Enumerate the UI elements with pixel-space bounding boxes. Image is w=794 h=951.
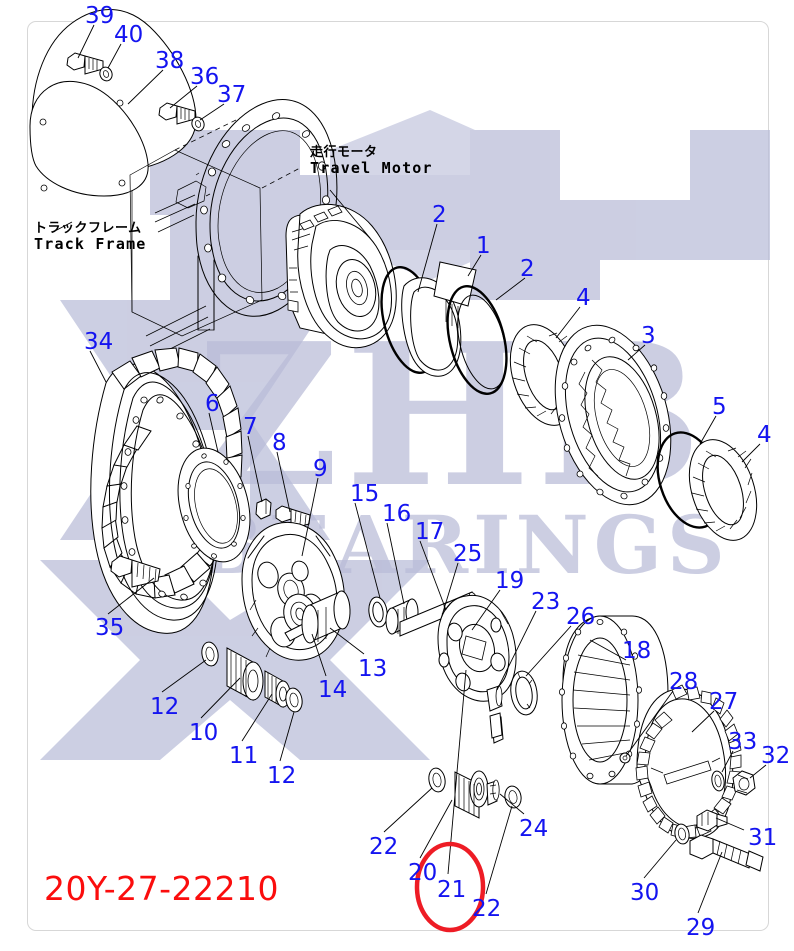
callout-40[interactable]: 40: [114, 22, 144, 48]
part-nut-32: [732, 770, 756, 796]
callout-5[interactable]: 5: [712, 394, 727, 420]
part-ring-gear-hub-3: [554, 324, 672, 506]
callout-24[interactable]: 24: [519, 816, 549, 842]
highlight-ellipse-21: [414, 841, 486, 933]
callout-37[interactable]: 37: [217, 82, 247, 108]
callout-29[interactable]: 29: [686, 915, 716, 941]
callout-7[interactable]: 7: [243, 414, 258, 440]
callout-18[interactable]: 18: [622, 638, 652, 664]
callout-38[interactable]: 38: [155, 48, 185, 74]
callout-16[interactable]: 16: [382, 501, 412, 527]
callout-35[interactable]: 35: [95, 615, 125, 641]
callout-23[interactable]: 23: [531, 589, 561, 615]
callout-21[interactable]: 21: [437, 877, 467, 903]
callout-17[interactable]: 17: [415, 519, 445, 545]
part-bearing-4b: [688, 439, 758, 541]
callout-25[interactable]: 25: [453, 541, 483, 567]
callout-11[interactable]: 11: [229, 743, 259, 769]
part-number-label: 20Y-27-22210: [44, 869, 280, 908]
callout-12[interactable]: 12: [267, 763, 297, 789]
caption-track-frame-en: Track Frame: [34, 235, 147, 254]
callout-10[interactable]: 10: [189, 720, 219, 746]
part-dowel-pin-28: [619, 752, 631, 764]
part-snap-ring-15: [368, 596, 388, 628]
callout-32[interactable]: 32: [761, 743, 791, 769]
callout-13[interactable]: 13: [358, 656, 388, 682]
caption-track-frame: トラックフレーム Track Frame: [34, 221, 147, 254]
part-needle-bearing-10: [226, 647, 264, 701]
part-thrust-washer-12b: [285, 687, 303, 713]
part-track-frame: [129, 99, 338, 357]
callout-14[interactable]: 14: [318, 677, 348, 703]
callout-39[interactable]: 39: [85, 3, 115, 29]
part-key-7: [255, 498, 272, 520]
callout-28[interactable]: 28: [669, 669, 699, 695]
part-cover-plate-38: [29, 9, 197, 197]
part-retaining-ring-26: [489, 712, 503, 739]
callout-33[interactable]: 33: [728, 729, 758, 755]
caption-travel-motor-jp: 走行モータ: [310, 145, 378, 160]
callout-8[interactable]: 8: [272, 430, 287, 456]
part-bolt-35: [110, 555, 161, 588]
part-sprocket-34: [90, 347, 243, 634]
callout-9[interactable]: 9: [313, 456, 328, 482]
part-washer-40: [99, 66, 113, 82]
part-plug-31: [696, 809, 728, 832]
caption-track-frame-jp: トラックフレーム: [34, 221, 142, 236]
callout-26[interactable]: 26: [566, 604, 596, 630]
caption-travel-motor-en: Travel Motor: [310, 159, 433, 178]
part-snap-ring-23: [510, 670, 538, 716]
part-thrust-washer-22a: [428, 767, 446, 793]
callout-1[interactable]: 1: [476, 233, 491, 259]
caption-travel-motor: 走行モータ Travel Motor: [310, 145, 433, 178]
part-planet-gear-13: [301, 590, 351, 644]
callout-36[interactable]: 36: [190, 64, 220, 90]
callout-15[interactable]: 15: [350, 481, 380, 507]
part-seal-1: [401, 261, 477, 377]
callout-6[interactable]: 6: [205, 391, 220, 417]
part-oring-2b: [446, 285, 508, 395]
part-planetary-carrier-19: [437, 594, 517, 702]
callout-22[interactable]: 22: [472, 896, 502, 922]
leader-lines: [52, 24, 767, 914]
callout-3[interactable]: 3: [641, 323, 656, 349]
callout-2[interactable]: 2: [432, 202, 447, 228]
part-floating-seal-6: [177, 447, 251, 563]
callout-34[interactable]: 34: [84, 329, 114, 355]
part-washer-30: [674, 823, 690, 845]
part-washer-33: [711, 770, 725, 792]
callout-31[interactable]: 31: [748, 825, 778, 851]
callout-4[interactable]: 4: [757, 422, 772, 448]
callout-2[interactable]: 2: [520, 256, 535, 282]
callout-22[interactable]: 22: [369, 834, 399, 860]
part-thrust-washer-20: [486, 779, 500, 806]
callout-12[interactable]: 12: [150, 694, 180, 720]
part-pin-25: [486, 685, 503, 712]
callout-27[interactable]: 27: [709, 689, 739, 715]
part-coupling-plate-27: [635, 684, 742, 839]
part-bolt-29: [689, 834, 764, 872]
part-washer-37: [191, 116, 205, 132]
part-travel-motor: [285, 203, 397, 349]
callout-20[interactable]: 20: [408, 860, 438, 886]
callout-19[interactable]: 19: [495, 568, 525, 594]
callout-4[interactable]: 4: [576, 285, 591, 311]
callout-30[interactable]: 30: [630, 880, 660, 906]
